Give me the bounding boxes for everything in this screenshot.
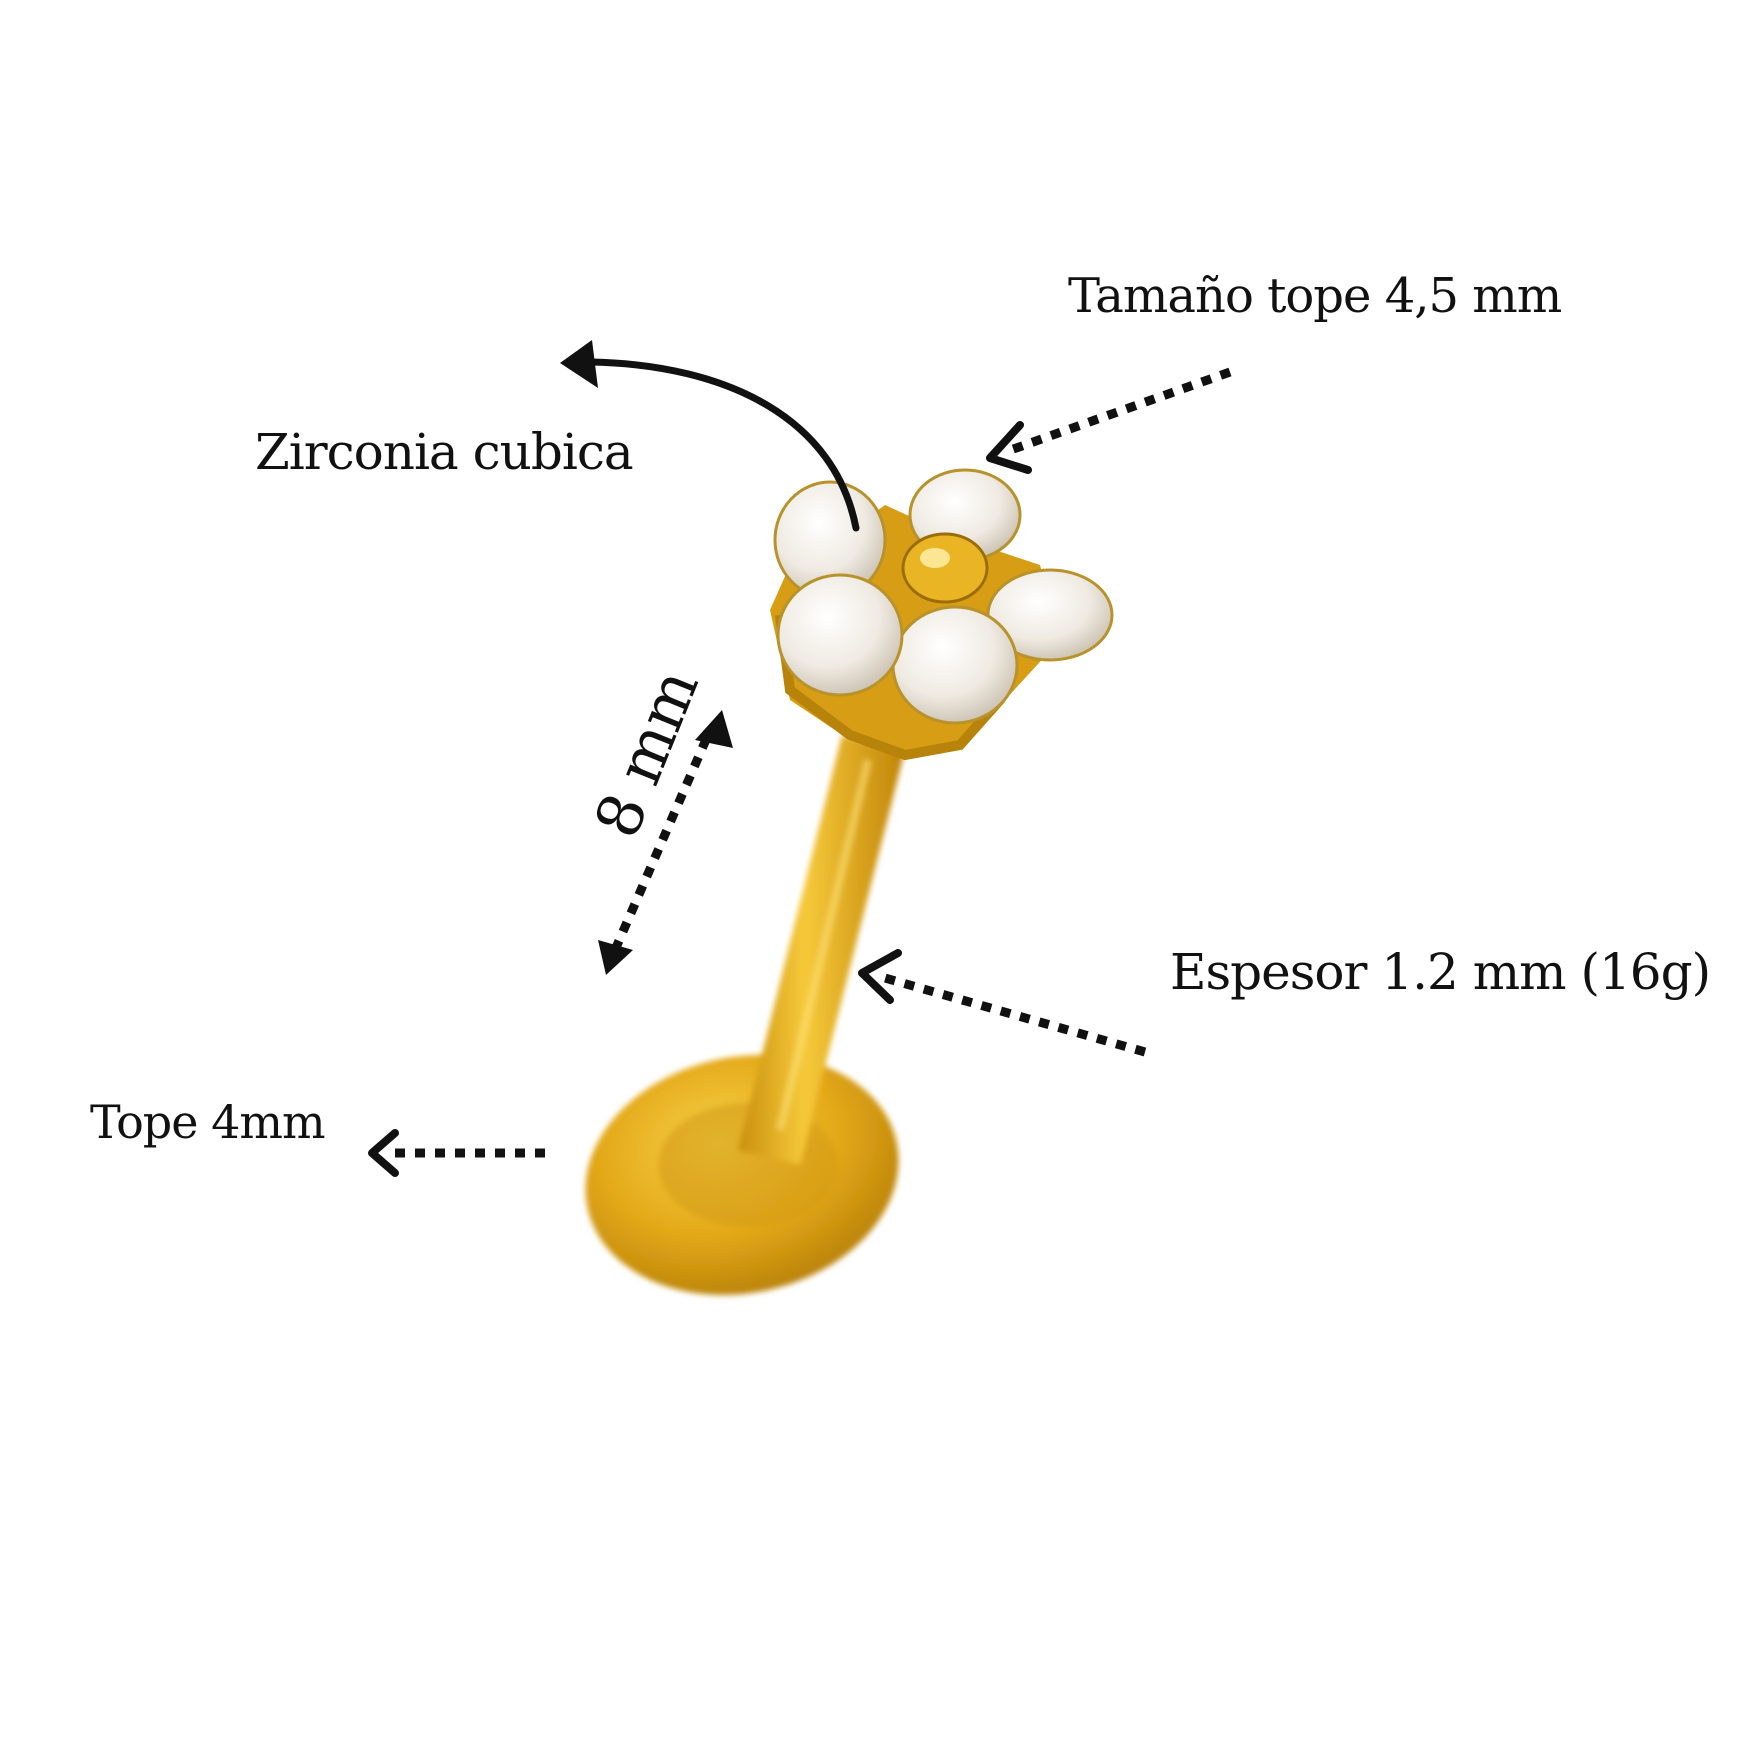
flower-top — [770, 468, 1114, 761]
zirconia-label: Zirconia cubica — [255, 423, 634, 481]
top-size-label: Tamaño tope 4,5 mm — [1068, 268, 1562, 324]
shaft — [738, 735, 905, 1165]
length-arrow-icon — [598, 710, 733, 975]
thickness-label: Espesor 1.2 mm (16g) — [1170, 943, 1711, 1001]
base-label: Tope 4mm — [90, 1095, 326, 1149]
top-size-arrow-icon — [986, 367, 1232, 474]
thickness-arrow-icon — [858, 949, 1147, 1057]
base-arrow-icon — [368, 1129, 545, 1177]
base-disc — [585, 1054, 899, 1296]
flower-center — [901, 532, 989, 604]
zirconia-arrow-icon — [560, 340, 860, 532]
